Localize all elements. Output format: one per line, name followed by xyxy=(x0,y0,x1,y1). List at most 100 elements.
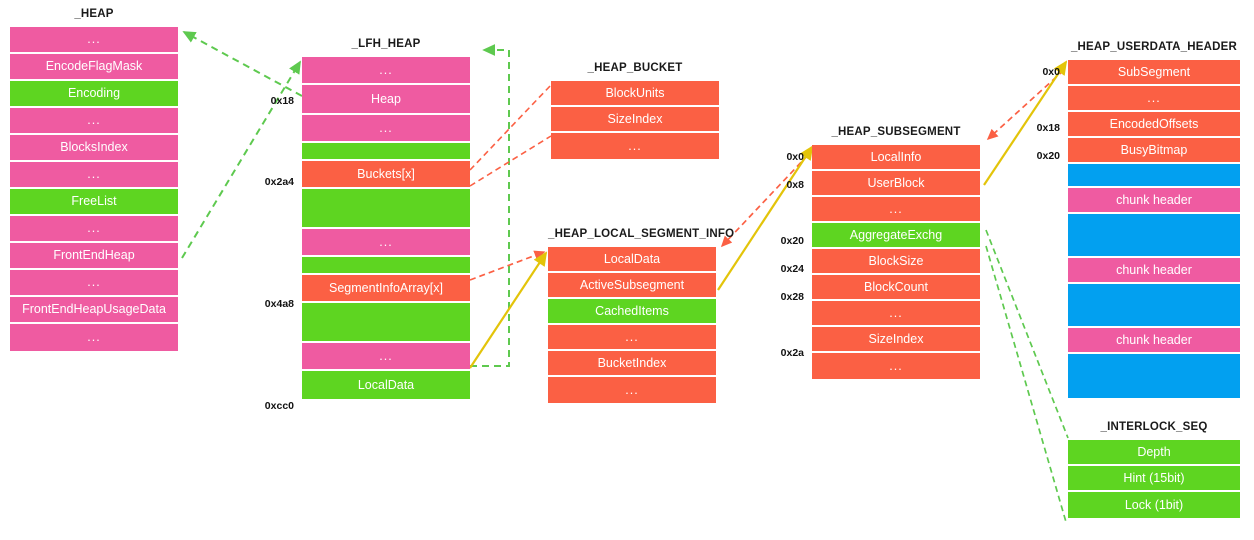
struct-row-label: Lock (1bit) xyxy=(1124,497,1184,512)
struct-row-label: BlockCount xyxy=(864,279,928,294)
struct-row-label: ... xyxy=(87,330,101,345)
struct-row-label: SizeIndex xyxy=(868,331,924,346)
offset-label: 0x28 xyxy=(780,291,804,303)
struct-interlock-seq-title: _INTERLOCK_SEQ xyxy=(1100,421,1208,433)
wire-subsegment-localinfo-to-localsegmentinfo xyxy=(720,154,809,248)
wire-segmentinfoarray-to-localsegmentinfo xyxy=(469,250,546,281)
struct-row-label: ... xyxy=(379,62,393,77)
struct-row-label: UserBlock xyxy=(867,175,925,190)
struct-row: BlockCount xyxy=(812,275,980,301)
struct-row-label: AggregateExchg xyxy=(849,227,943,242)
struct-heap-title: _HEAP xyxy=(74,8,114,20)
struct-row-label: FreeList xyxy=(71,194,117,209)
struct-row-label: LocalData xyxy=(603,251,661,266)
wire-buckets-to-heapbucket-1 xyxy=(469,84,552,171)
struct-row-label: BlocksIndex xyxy=(60,140,128,155)
struct-row-label: Encoding xyxy=(67,86,121,101)
struct-lfh-heap-rows: ...Heap...Buckets[x]...SegmentInfoArray[… xyxy=(302,57,470,399)
struct-row: Hint (15bit) xyxy=(1068,466,1240,492)
struct-row-label: ... xyxy=(379,120,393,135)
struct-row: chunk header xyxy=(1068,188,1240,214)
struct-heap-local-segment-info-title: _HEAP_LOCAL_SEGMENT_INFO xyxy=(548,228,735,240)
offset-label: 0x2a xyxy=(780,347,804,359)
struct-row: ... xyxy=(10,270,178,297)
struct-row-label: chunk header xyxy=(1116,262,1192,277)
offset-label: 0x0 xyxy=(786,151,804,163)
struct-row: ... xyxy=(302,115,470,143)
struct-row xyxy=(1068,164,1240,188)
struct-row xyxy=(302,143,470,161)
struct-row: ... xyxy=(302,229,470,257)
struct-row-label: BlockUnits xyxy=(605,85,665,100)
struct-row: Depth xyxy=(1068,440,1240,466)
struct-row xyxy=(302,257,470,275)
offset-label: 0x4a8 xyxy=(264,298,294,310)
wire-buckets-to-heapbucket-2 xyxy=(469,135,552,187)
struct-row-label: EncodedOffsets xyxy=(1109,116,1199,131)
struct-row: FrontEndHeap xyxy=(10,243,178,270)
struct-row: ActiveSubsegment xyxy=(548,273,716,299)
struct-row: Encoding xyxy=(10,81,178,108)
struct-row-label: ... xyxy=(1147,90,1161,105)
struct-row-label: ... xyxy=(889,305,903,320)
struct-row: UserBlock xyxy=(812,171,980,197)
struct-row: CachedItems xyxy=(548,299,716,325)
struct-row: FreeList xyxy=(10,189,178,216)
offset-label: 0x20 xyxy=(780,235,804,247)
struct-row: ... xyxy=(548,377,716,403)
struct-row: EncodedOffsets xyxy=(1068,112,1240,138)
wire-aggregateexchg-to-interlockseq-top xyxy=(985,229,1069,439)
struct-row-label: ... xyxy=(87,275,101,290)
struct-row: ... xyxy=(548,325,716,351)
wire-lfhheap-heap-to-heap xyxy=(182,31,303,97)
offset-label: 0x24 xyxy=(780,263,804,275)
struct-row-label: BucketIndex xyxy=(597,355,667,370)
struct-row: BlocksIndex xyxy=(10,135,178,162)
struct-row: Buckets[x] xyxy=(302,161,470,189)
struct-row xyxy=(1068,354,1240,398)
struct-row: LocalInfo xyxy=(812,145,980,171)
offset-label: 0x0 xyxy=(1042,66,1060,78)
struct-row-label: Heap xyxy=(371,91,401,106)
struct-row: chunk header xyxy=(1068,258,1240,284)
struct-row: ... xyxy=(812,353,980,379)
struct-row: Heap xyxy=(302,85,470,115)
struct-row-label: SizeIndex xyxy=(607,111,663,126)
struct-row-label: ... xyxy=(87,167,101,182)
offset-label: 0x2a4 xyxy=(264,176,294,188)
struct-row-label: FrontEndHeap xyxy=(53,248,135,263)
offset-label: 0x20 xyxy=(1036,150,1060,162)
struct-row xyxy=(302,303,470,343)
struct-heap-userdata-header-title: _HEAP_USERDATA_HEADER xyxy=(1070,41,1238,53)
struct-heap-bucket-title: _HEAP_BUCKET xyxy=(587,62,683,74)
struct-row-label: CachedItems xyxy=(595,303,669,318)
struct-row-label: BusyBitmap xyxy=(1120,142,1188,157)
struct-row: ... xyxy=(10,162,178,189)
struct-row: ... xyxy=(302,343,470,371)
struct-row xyxy=(302,189,470,229)
struct-row-label: ... xyxy=(625,382,639,397)
struct-row-label: ... xyxy=(87,221,101,236)
wire-lfhheap-localdata-to-lfhheap-top xyxy=(470,44,510,367)
struct-row: ... xyxy=(10,216,178,243)
offset-label: 0x18 xyxy=(270,95,294,107)
struct-row-label: Depth xyxy=(1137,444,1171,459)
struct-lfh-heap-title: _LFH_HEAP xyxy=(351,38,421,50)
struct-row: BlockUnits xyxy=(551,81,719,107)
struct-row: ... xyxy=(10,324,178,351)
struct-heap-subsegment-title: _HEAP_SUBSEGMENT xyxy=(831,126,961,138)
struct-row xyxy=(1068,214,1240,258)
struct-row-label: chunk header xyxy=(1116,192,1192,207)
struct-row: LocalData xyxy=(302,371,470,399)
struct-row: EncodeFlagMask xyxy=(10,54,178,81)
struct-row: LocalData xyxy=(548,247,716,273)
struct-row: BusyBitmap xyxy=(1068,138,1240,164)
struct-row-label: Buckets[x] xyxy=(357,166,415,181)
struct-row-label: chunk header xyxy=(1116,332,1192,347)
struct-row: BlockSize xyxy=(812,249,980,275)
